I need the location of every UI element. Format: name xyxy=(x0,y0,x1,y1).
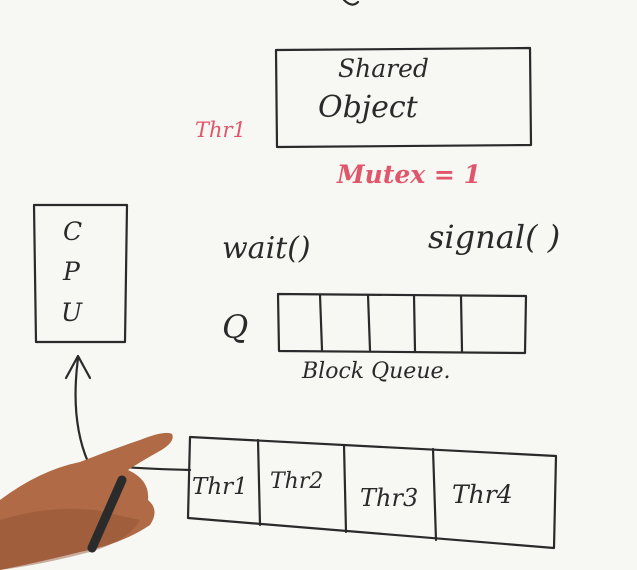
queue-slot-divider xyxy=(412,293,417,353)
hand-shadow xyxy=(0,508,140,570)
shared-object-outline xyxy=(274,46,533,149)
block-queue-outline xyxy=(276,292,528,355)
queue-marker-q: Q xyxy=(222,308,248,346)
pointing-hand-icon xyxy=(0,432,173,570)
wait-operation: wait() xyxy=(222,231,311,266)
cpu-box: C P U xyxy=(32,203,129,344)
cpu-letter-u: U xyxy=(61,298,83,327)
thread-cell-divider xyxy=(342,443,348,534)
cpu-arrow-head xyxy=(64,354,92,380)
thread-cell-label: Thr1 xyxy=(192,474,248,500)
shared-object-box: Shared Object xyxy=(274,46,533,149)
thread-cell-label: Thr3 xyxy=(360,484,418,512)
cpu-letter-c: C xyxy=(63,217,82,246)
queue-slot-divider xyxy=(459,294,464,353)
block-queue xyxy=(276,292,528,355)
thread-cell-divider xyxy=(431,447,438,542)
thread-cell-divider xyxy=(256,438,262,527)
hand-shape xyxy=(0,432,173,570)
queue-slot-divider xyxy=(366,293,372,352)
cpu-outline xyxy=(32,203,129,344)
signal-operation: signal( ) xyxy=(428,218,560,256)
queue-slot-divider xyxy=(318,293,324,352)
cut-off-marking xyxy=(342,0,360,6)
block-queue-label: Block Queue. xyxy=(301,359,451,384)
thread-cell-label: Thr2 xyxy=(270,469,323,494)
shared-object-line2: Object xyxy=(318,90,419,125)
thread-cell-label: Thr4 xyxy=(452,480,513,509)
marker-pen-icon xyxy=(87,475,127,553)
mutex-label: Mutex = 1 xyxy=(336,160,481,189)
cpu-letter-p: P xyxy=(62,257,81,286)
shared-object-line1: Shared xyxy=(338,54,429,83)
threads-table: Thr1 Thr2 Thr3 Thr4 xyxy=(186,435,558,550)
side-note-thr1: Thr1 xyxy=(195,118,246,142)
